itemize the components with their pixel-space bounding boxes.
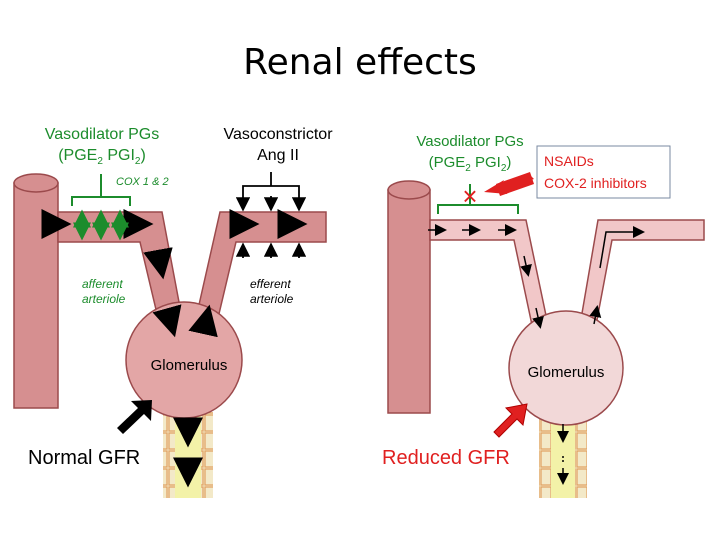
reduced-vasodilator-label-line2: (PGE2 PGI2) — [429, 154, 512, 174]
normal-cox-label: COX 1 & 2 — [116, 176, 169, 188]
reduced-vasodilator-bracket — [437, 184, 519, 214]
normal-vasoconstrictor-label-line1: Vasoconstrictor — [223, 126, 333, 143]
reduced-vasodilator-label-line1: Vasodilator PGs — [416, 133, 523, 150]
normal-gfr-label: Normal GFR — [28, 447, 140, 469]
reduced-glomerulus-label: Glomerulus — [528, 364, 605, 381]
reduced-flow-arrows — [428, 224, 645, 485]
inhibitor-label-line1: NSAIDs — [544, 153, 594, 169]
normal-vasodilator-bracket — [71, 174, 131, 206]
normal-glomerulus-label: Glomerulus — [151, 357, 228, 374]
normal-vasoconstrictor-label-line2: Ang II — [257, 147, 299, 164]
afferent-label-line1: afferent — [82, 277, 123, 291]
reduced-glomerulus — [508, 310, 624, 426]
normal-flow-arrows — [41, 209, 308, 488]
reduced-vessels — [387, 180, 705, 426]
normal-vasoconstrictor-bracket — [235, 172, 307, 258]
normal-dilation-arrows — [73, 209, 129, 241]
efferent-label-line2: arteriole — [250, 292, 294, 306]
inhibitor-arrow-body — [496, 172, 534, 196]
inhibitor-box — [536, 145, 671, 199]
efferent-label-line1: efferent — [250, 277, 291, 291]
normal-vasodilator-label-line2: (PGE2 PGI2) — [58, 147, 146, 167]
block-x-mark: × — [462, 181, 477, 211]
reduced-gfr-arrow — [493, 403, 528, 438]
normal-panel: Vasodilator PGs (PGE2 PGI2) COX 1 & 2 Va… — [13, 126, 333, 498]
slide-title: Renal effects — [243, 42, 477, 83]
normal-vasodilator-label-line1: Vasodilator PGs — [45, 126, 159, 143]
reduced-gfr-label: Reduced GFR — [382, 447, 510, 469]
afferent-label-line2: arteriole — [82, 292, 126, 306]
inhibitor-label-line2: COX-2 inhibitors — [544, 175, 647, 191]
reduced-panel: × Vasodilator PGs (PGE2 PGI2) NSAIDs COX… — [382, 133, 705, 498]
normal-gfr-arrow — [117, 400, 152, 434]
